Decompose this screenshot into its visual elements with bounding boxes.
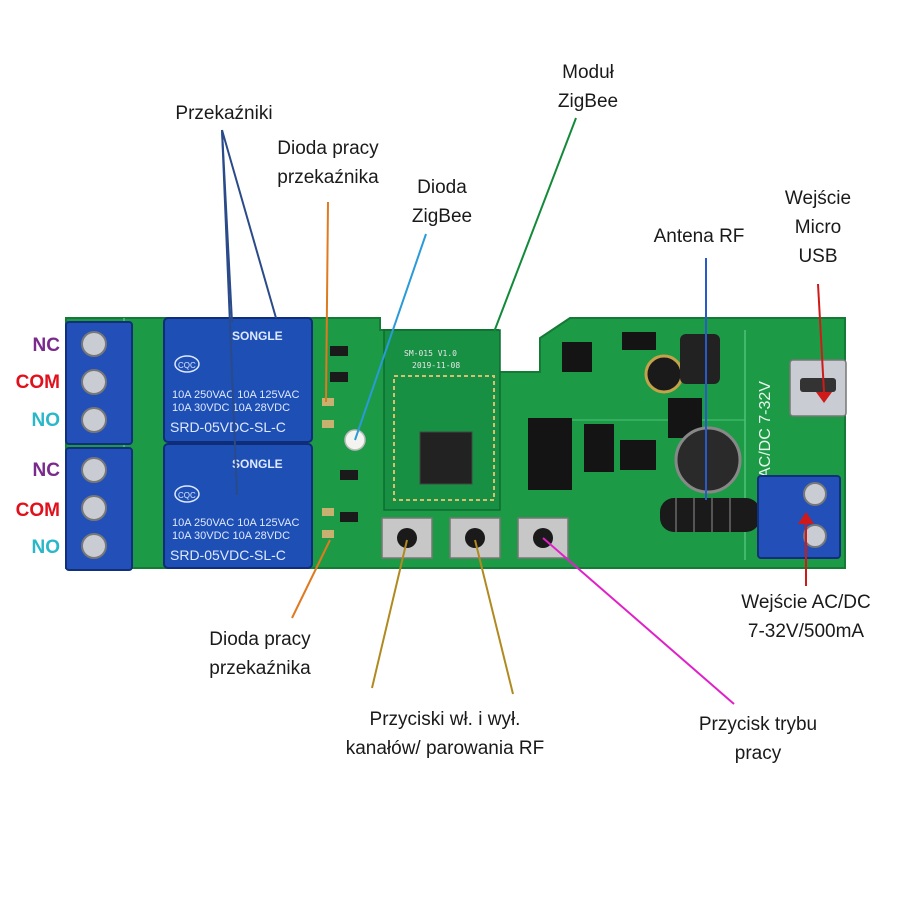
svg-text:SRD-05VDC-SL-C: SRD-05VDC-SL-C	[170, 419, 286, 435]
leader-buttons-1	[371, 539, 408, 689]
label-micro-usb: Wejście Micro USB	[768, 184, 868, 271]
leader-mode	[542, 537, 735, 705]
label-zigbee-led: Dioda ZigBee	[392, 173, 492, 231]
svg-text:SRD-05VDC-SL-C: SRD-05VDC-SL-C	[170, 547, 286, 563]
label-power-input-line2: 7-32V/500mA	[747, 621, 865, 642]
label-zigbee-led-line1: Dioda	[417, 177, 467, 198]
smd-components	[322, 346, 358, 538]
terminal-block-lower	[65, 447, 133, 571]
leader-led-bottom	[291, 539, 331, 619]
capacitor-large	[674, 426, 742, 494]
leader-buttons-2	[474, 539, 514, 695]
terminal-label-no-lower: NO	[31, 537, 61, 558]
label-micro-usb-line2: Micro	[794, 217, 842, 238]
ic-chips	[528, 332, 702, 490]
label-relays: Przekaźniki	[158, 99, 290, 128]
label-zigbee-module-line2: ZigBee	[557, 91, 619, 112]
label-antenna-text: Antena RF	[653, 226, 745, 247]
arrow-power	[798, 512, 814, 524]
svg-text:CQC: CQC	[178, 361, 196, 370]
terminal-label-no-upper: NO	[31, 410, 61, 431]
label-mode-button: Przycisk trybu pracy	[674, 710, 842, 768]
arrow-usb	[816, 392, 832, 403]
leader-relays-2	[221, 129, 277, 319]
zigbee-module: SM-015 V1.0 2019-11-08	[383, 329, 501, 511]
label-relay-led-top: Dioda pracy przekaźnika	[258, 134, 398, 192]
label-micro-usb-line1: Wejście	[784, 188, 852, 209]
label-relay-led-bottom: Dioda pracy przekaźnika	[190, 625, 330, 683]
label-mode-button-line2: pracy	[734, 743, 782, 764]
svg-text:10A 250VAC 10A 125VAC: 10A 250VAC 10A 125VAC	[172, 389, 299, 401]
label-relay-led-top-line1: Dioda pracy	[277, 138, 379, 159]
terminal-block-power	[757, 475, 841, 559]
svg-text:CQC: CQC	[178, 491, 196, 500]
relay-1: SONGLE CQC 10A 250VAC 10A 125VAC 10A 30V…	[163, 317, 313, 443]
terminal-label-nc-upper: NC	[32, 335, 60, 356]
terminal-label-com-lower: COM	[15, 500, 60, 521]
leader-lines	[221, 117, 832, 705]
label-antenna: Antena RF	[636, 222, 762, 251]
svg-text:SONGLE: SONGLE	[232, 329, 283, 343]
label-zigbee-module: Moduł ZigBee	[538, 58, 638, 116]
channel-button-2	[449, 517, 501, 559]
leader-relays-3	[221, 129, 238, 496]
label-micro-usb-line3: USB	[798, 246, 838, 267]
relay-2: SONGLE CQC 10A 250VAC 10A 125VAC 10A 30V…	[163, 443, 313, 569]
label-buttons: Przyciski wł. i wył. kanałów/ parowania …	[310, 705, 580, 763]
label-buttons-line1: Przyciski wł. i wył.	[369, 709, 521, 730]
label-mode-button-line1: Przycisk trybu	[698, 714, 818, 735]
svg-text:SM-015 V1.0: SM-015 V1.0	[404, 349, 457, 358]
rf-antenna-coil	[660, 498, 760, 532]
channel-button-1	[381, 517, 433, 559]
label-relay-led-bottom-line1: Dioda pracy	[209, 629, 311, 650]
leader-zigbee-module	[493, 117, 577, 333]
terminal-label-com-upper: COM	[15, 372, 60, 393]
svg-text:SONGLE: SONGLE	[232, 457, 283, 471]
svg-text:2019-11-08: 2019-11-08	[412, 361, 460, 370]
svg-text:10A 250VAC 10A 125VAC: 10A 250VAC 10A 125VAC	[172, 517, 299, 529]
micro-usb-opening	[800, 378, 836, 392]
label-power-input-line1: Wejście AC/DC	[741, 592, 871, 613]
leader-usb	[817, 283, 825, 393]
label-relay-led-top-line2: przekaźnika	[277, 167, 379, 188]
label-zigbee-module-line1: Moduł	[562, 62, 614, 83]
label-relay-led-bottom-line2: przekaźnika	[209, 658, 311, 679]
inductor	[680, 334, 720, 384]
label-power-input: Wejście AC/DC 7-32V/500mA	[716, 588, 896, 646]
terminal-block-upper	[65, 321, 133, 445]
terminal-label-nc-lower: NC	[32, 460, 60, 481]
power-marking: AC/DC 7-32V	[757, 381, 774, 478]
leader-led-top	[325, 201, 329, 403]
leader-zigbee-led	[354, 233, 427, 441]
svg-text:10A 30VDC 10A 28VDC: 10A 30VDC 10A 28VDC	[172, 530, 290, 542]
label-relays-text: Przekaźniki	[175, 103, 273, 124]
label-buttons-line2: kanałów/ parowania RF	[345, 738, 545, 759]
svg-text:10A 30VDC 10A 28VDC: 10A 30VDC 10A 28VDC	[172, 402, 290, 414]
capacitor-small	[644, 354, 684, 394]
label-zigbee-led-line2: ZigBee	[411, 206, 473, 227]
